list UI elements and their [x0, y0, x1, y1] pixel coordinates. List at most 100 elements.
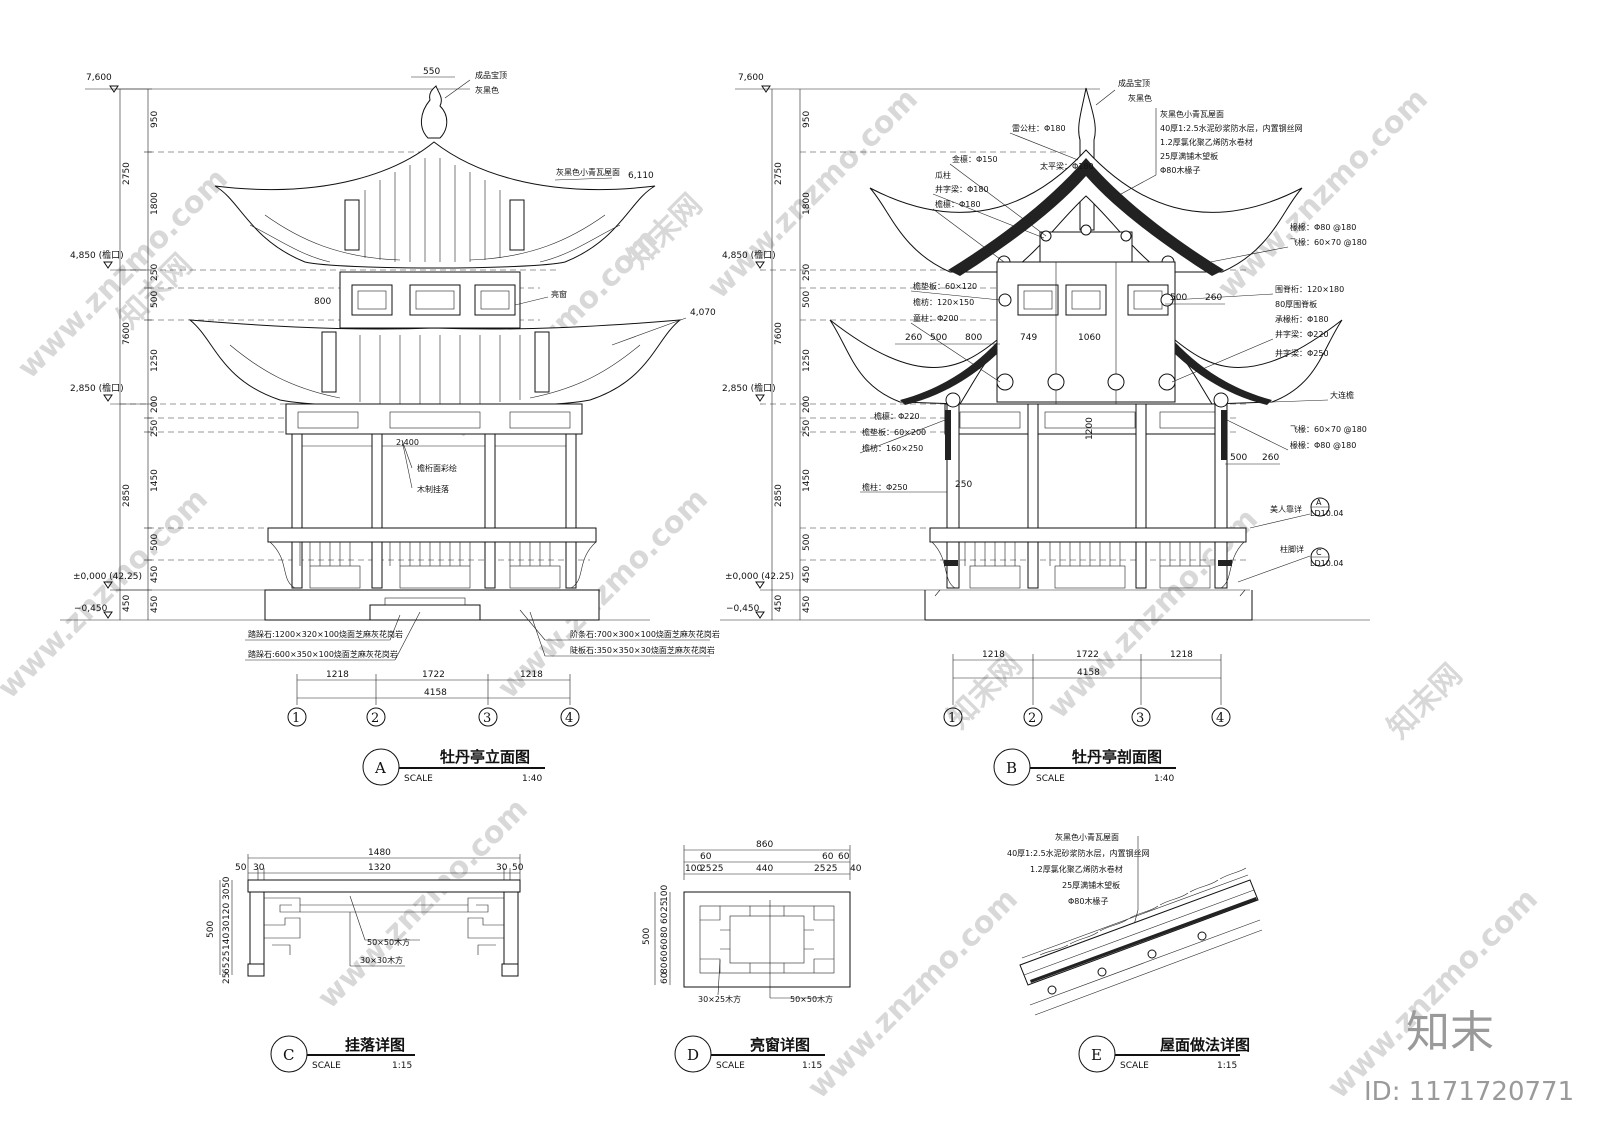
- svg-text:陡板石:350×350×30烧面芝麻灰花岗岩: 陡板石:350×350×30烧面芝麻灰花岗岩: [570, 645, 715, 655]
- svg-text:260: 260: [905, 333, 922, 343]
- view-title-a: 牡丹亭立面图: [440, 748, 530, 766]
- watermark-13: www.znzmo.com: [1321, 882, 1545, 1106]
- svg-text:80: 80: [660, 926, 670, 938]
- svg-text:SCALE: SCALE: [1036, 774, 1065, 784]
- title-block-c: C 挂落详图 SCALE 1:15: [270, 1035, 415, 1073]
- svg-text:1.2厚氯化聚乙烯防水卷材: 1.2厚氯化聚乙烯防水卷材: [1160, 137, 1253, 147]
- svg-text:4: 4: [1216, 711, 1224, 726]
- svg-text:太平梁：Φ180: 太平梁：Φ180: [1040, 161, 1094, 171]
- svg-text:2750: 2750: [122, 162, 132, 185]
- svg-text:65: 65: [222, 963, 232, 974]
- svg-text:550: 550: [423, 67, 440, 77]
- svg-text:Φ80木椽子: Φ80木椽子: [1160, 165, 1200, 175]
- svg-text:250: 250: [150, 264, 160, 281]
- lower-structure-a: 2,400 檐桁面彩绘 木制挂落: [264, 403, 600, 621]
- svg-text:30×30木方: 30×30木方: [360, 955, 403, 965]
- svg-text:1450: 1450: [802, 469, 812, 492]
- svg-text:500: 500: [150, 291, 160, 308]
- svg-text:C: C: [1316, 548, 1322, 557]
- view-title-d: 亮窗详图: [750, 1036, 810, 1054]
- svg-text:成品宝顶: 成品宝顶: [475, 70, 507, 80]
- svg-text:灰黑色小青瓦屋面: 灰黑色小青瓦屋面: [1055, 832, 1119, 842]
- grid-bubbles-b: 1 2 3 4: [943, 707, 1231, 727]
- svg-text:440: 440: [756, 864, 773, 874]
- svg-text:7600: 7600: [122, 322, 132, 345]
- svg-text:500: 500: [150, 534, 160, 551]
- brand-logo: 知末: [1406, 1007, 1494, 1058]
- svg-text:860: 860: [756, 840, 773, 850]
- svg-text:檐檩：Φ180: 檐檩：Φ180: [935, 199, 981, 209]
- grid-bubbles-a: 1 2 3 4: [287, 707, 580, 727]
- svg-text:踏跺石:600×350×100烧面芝麻灰花岗岩: 踏跺石:600×350×100烧面芝麻灰花岗岩: [248, 649, 398, 659]
- svg-text:2: 2: [371, 711, 379, 726]
- svg-text:1060: 1060: [1078, 333, 1101, 343]
- view-a-elevation: 7,600 4,850 (檐口) 2,850 (檐口) ±0,000 (42.2…: [60, 67, 720, 786]
- svg-text:檐檩：Φ220: 檐檩：Φ220: [874, 411, 920, 421]
- title-block-b: B 牡丹亭剖面图 SCALE 1:40: [993, 748, 1176, 786]
- svg-text:柱脚详: 柱脚详: [1280, 544, 1304, 554]
- svg-text:1218: 1218: [326, 670, 349, 680]
- view-title-e: 屋面做法详图: [1160, 1036, 1250, 1054]
- svg-text:60: 60: [660, 950, 670, 962]
- svg-text:60: 60: [660, 912, 670, 924]
- svg-text:2850: 2850: [122, 484, 132, 507]
- svg-text:阶条石:700×300×100烧面芝麻灰花岗岩: 阶条石:700×300×100烧面芝麻灰花岗岩: [570, 629, 720, 639]
- lower-roof-b: [829, 319, 1343, 405]
- svg-text:Φ80木椽子: Φ80木椽子: [1068, 896, 1108, 906]
- title-block-e: E 屋面做法详图 SCALE 1:15: [1078, 1035, 1250, 1073]
- view-letter-a: A: [374, 759, 386, 777]
- svg-text:2750: 2750: [774, 162, 784, 185]
- svg-text:260: 260: [1205, 293, 1222, 303]
- svg-text:450: 450: [802, 566, 812, 583]
- view-c-detail: 1480 1320 50 30 30 50 500 50 30 120 30 1…: [206, 848, 524, 1073]
- watermark-7: www.znzmo.com: [0, 482, 215, 706]
- svg-text:SCALE: SCALE: [1120, 1061, 1149, 1071]
- level-4850: 4,850 (檐口): [70, 249, 124, 261]
- vdims-outer-a: 2750 7600 2850 450: [122, 162, 132, 612]
- svg-text:1320: 1320: [368, 863, 391, 873]
- svg-text:2,400: 2,400: [396, 438, 419, 447]
- view-e-detail: 灰黑色小青瓦屋面 40厚1:2.5水泥砂浆防水层，内置钢丝网 1.2厚氯化聚乙烯…: [1007, 832, 1263, 1073]
- svg-text:井字梁：Φ250: 井字梁：Φ250: [1275, 348, 1329, 358]
- svg-text:60: 60: [838, 852, 850, 862]
- svg-text:40厚1:2.5水泥砂浆防水层，内置钢丝网: 40厚1:2.5水泥砂浆防水层，内置钢丝网: [1007, 848, 1150, 858]
- svg-text:1800: 1800: [802, 192, 812, 215]
- svg-text:檐垫板：60×120: 檐垫板：60×120: [913, 281, 977, 291]
- svg-text:950: 950: [150, 111, 160, 128]
- svg-text:450: 450: [150, 596, 160, 613]
- svg-text:250: 250: [802, 420, 812, 437]
- view-d-detail: 860 60 440 60 60 100 25 25 25 25 40 500 …: [642, 840, 862, 1073]
- svg-text:檐枋：120×150: 檐枋：120×150: [913, 297, 974, 307]
- svg-text:250: 250: [802, 264, 812, 281]
- svg-text:500: 500: [206, 921, 216, 938]
- svg-text:1450: 1450: [150, 469, 160, 492]
- svg-text:1218: 1218: [982, 650, 1005, 660]
- watermark-1: www.znzmo.com: [11, 162, 235, 386]
- svg-text:80厚围脊板: 80厚围脊板: [1275, 299, 1317, 309]
- svg-text:30: 30: [496, 863, 508, 873]
- svg-text:50: 50: [235, 863, 247, 873]
- svg-text:450: 450: [150, 566, 160, 583]
- svg-text:50: 50: [512, 863, 524, 873]
- svg-text:SCALE: SCALE: [404, 774, 433, 784]
- svg-text:500: 500: [1230, 453, 1247, 463]
- svg-text:A: A: [1316, 498, 1322, 507]
- svg-text:1722: 1722: [1076, 650, 1099, 660]
- level-markers-a: 7,600 4,850 (檐口) 2,850 (檐口) ±0,000 (42.2…: [70, 73, 142, 619]
- window-drawing: 30×25木方 50×50木方: [683, 891, 851, 1004]
- svg-text:450: 450: [774, 595, 784, 612]
- svg-text:童柱：Φ200: 童柱：Φ200: [913, 313, 959, 323]
- svg-text:60: 60: [700, 852, 712, 862]
- svg-text:E: E: [1091, 1046, 1102, 1064]
- svg-text:1:40: 1:40: [522, 774, 542, 784]
- watermark-6: www.znzmo.com: [1211, 82, 1435, 306]
- svg-text:灰黑色小青瓦屋面: 灰黑色小青瓦屋面: [556, 167, 620, 177]
- notes-right-b: 灰黑色小青瓦屋面 40厚1:2.5水泥砂浆防水层，内置钢丝网 1.2厚氯化聚乙烯…: [1109, 108, 1367, 583]
- svg-text:4: 4: [565, 711, 573, 726]
- svg-text:1250: 1250: [150, 349, 160, 372]
- svg-text:飞椽：60×70 @180: 飞椽：60×70 @180: [1290, 424, 1367, 434]
- svg-text:50×50木方: 50×50木方: [367, 937, 410, 947]
- svg-text:25: 25: [700, 864, 711, 874]
- view-letter-b: B: [1006, 759, 1017, 777]
- level-minus-450: −0,450: [74, 604, 108, 614]
